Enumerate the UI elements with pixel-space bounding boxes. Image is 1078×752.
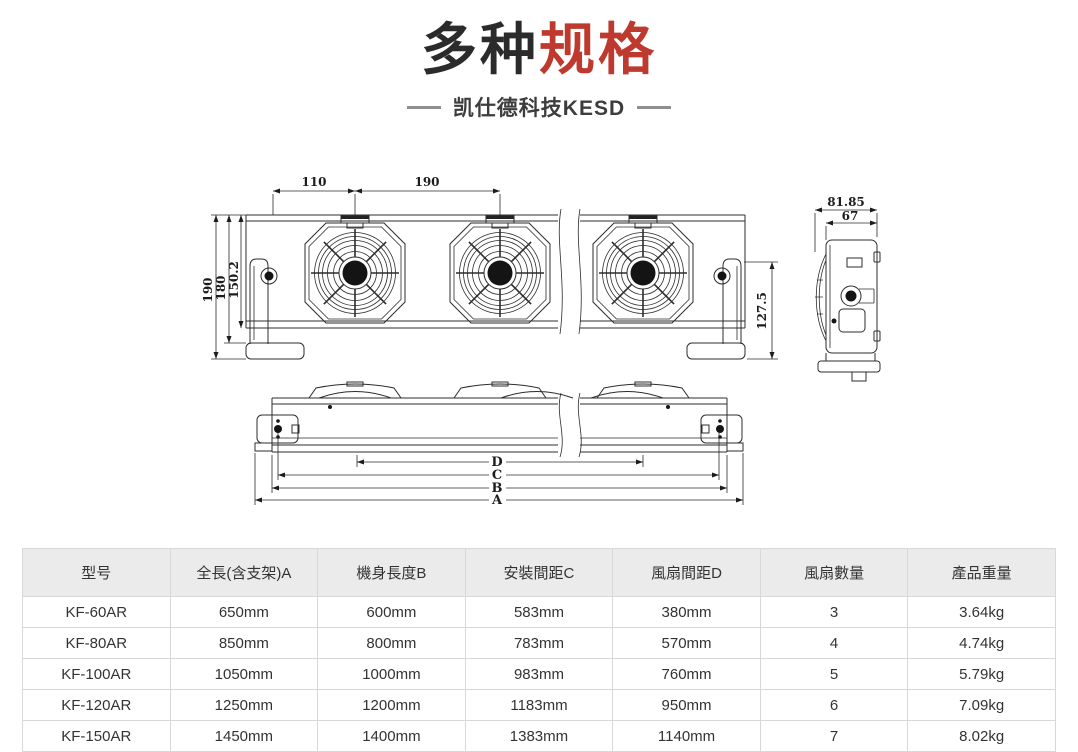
- dim-label-81-85: 81.85: [827, 195, 865, 209]
- table-cell: 583mm: [464, 596, 614, 628]
- dim-label-A: A: [491, 493, 503, 508]
- fan-domes: [308, 381, 690, 399]
- title-part-red: 规格: [539, 18, 657, 81]
- header: 多种规格 凯仕德科技KESD: [0, 0, 1078, 130]
- table-cell: 1200mm: [317, 689, 466, 721]
- dim-label-190-left: 190: [201, 277, 215, 302]
- table-cell: 1000mm: [317, 658, 466, 690]
- top-view-dimensions: D C B A: [254, 433, 744, 508]
- table-cell: 4: [759, 627, 909, 659]
- front-left-dimensions: 190 180 150.2: [201, 214, 246, 360]
- table-cell: KF-60AR: [22, 596, 171, 628]
- table-cell: 1050mm: [169, 658, 319, 690]
- front-top-dimension: 110 190: [272, 175, 501, 216]
- table-cell: 850mm: [169, 627, 319, 659]
- table-cell: 1183mm: [464, 689, 614, 721]
- column-header: 型号: [22, 548, 171, 597]
- column-header: 全長(含支架)A: [169, 548, 319, 597]
- technical-drawing: 110 190 190 180 150.2 127.5: [201, 175, 881, 508]
- column-header: 安裝間距C: [464, 548, 614, 597]
- subtitle: 凯仕德科技KESD: [0, 92, 1078, 122]
- table-cell: 4.74kg: [907, 627, 1056, 659]
- dim-label-C: C: [492, 468, 502, 483]
- front-right-dimension: 127.5: [744, 261, 778, 360]
- table-cell: 380mm: [612, 596, 761, 628]
- table-cell: 1250mm: [169, 689, 319, 721]
- table-cell: 570mm: [612, 627, 761, 659]
- side-view-drawing: 81.85 67: [814, 195, 881, 382]
- dim-label-D: D: [491, 455, 502, 470]
- table-cell: 3.64kg: [907, 596, 1056, 628]
- table-cell: 1400mm: [317, 720, 466, 752]
- page-title: 多种规格: [0, 22, 1078, 78]
- dim-label-190-top: 190: [414, 175, 439, 189]
- table-cell: 7.09kg: [907, 689, 1056, 721]
- column-header: 風扇數量: [759, 548, 909, 597]
- table-cell: KF-80AR: [22, 627, 171, 659]
- dim-label-110: 110: [301, 175, 326, 189]
- table-cell: 1383mm: [464, 720, 614, 752]
- column-header: 風扇間距D: [612, 548, 761, 597]
- table-cell: KF-120AR: [22, 689, 171, 721]
- dim-label-180: 180: [214, 275, 228, 300]
- table-cell: 3: [759, 596, 909, 628]
- subtitle-dash-left: [406, 105, 441, 109]
- subtitle-text: 凯仕德科技KESD: [452, 97, 626, 120]
- table-cell: 5.79kg: [907, 658, 1056, 690]
- table-cell: 5: [759, 658, 909, 690]
- table-cell: 760mm: [612, 658, 761, 690]
- end-caps: [254, 414, 744, 452]
- table-cell: KF-100AR: [22, 658, 171, 690]
- side-dimensions: 81.85 67: [814, 195, 878, 252]
- table-cell: KF-150AR: [22, 720, 171, 752]
- top-view-drawing: D C B A: [254, 381, 744, 508]
- table-cell: 1140mm: [612, 720, 761, 752]
- table-cell: 783mm: [464, 627, 614, 659]
- table-cell: 800mm: [317, 627, 466, 659]
- table-cell: 8.02kg: [907, 720, 1056, 752]
- dim-label-127-5: 127.5: [755, 292, 769, 330]
- title-part-black: 多种: [421, 18, 539, 81]
- table-cell: 600mm: [317, 596, 466, 628]
- front-view-drawing: 110 190 190 180 150.2 127.5: [201, 175, 778, 360]
- dim-label-67: 67: [842, 209, 859, 223]
- table-cell: 7: [759, 720, 909, 752]
- subtitle-dash-right: [637, 105, 672, 109]
- column-header: 機身長度B: [317, 548, 466, 597]
- dim-label-150-2: 150.2: [227, 261, 241, 299]
- table-cell: 650mm: [169, 596, 319, 628]
- table-cell: 983mm: [464, 658, 614, 690]
- table-cell: 6: [759, 689, 909, 721]
- table-cell: 1450mm: [169, 720, 319, 752]
- table-cell: 950mm: [612, 689, 761, 721]
- column-header: 產品重量: [907, 548, 1056, 597]
- dim-label-B: B: [492, 481, 503, 496]
